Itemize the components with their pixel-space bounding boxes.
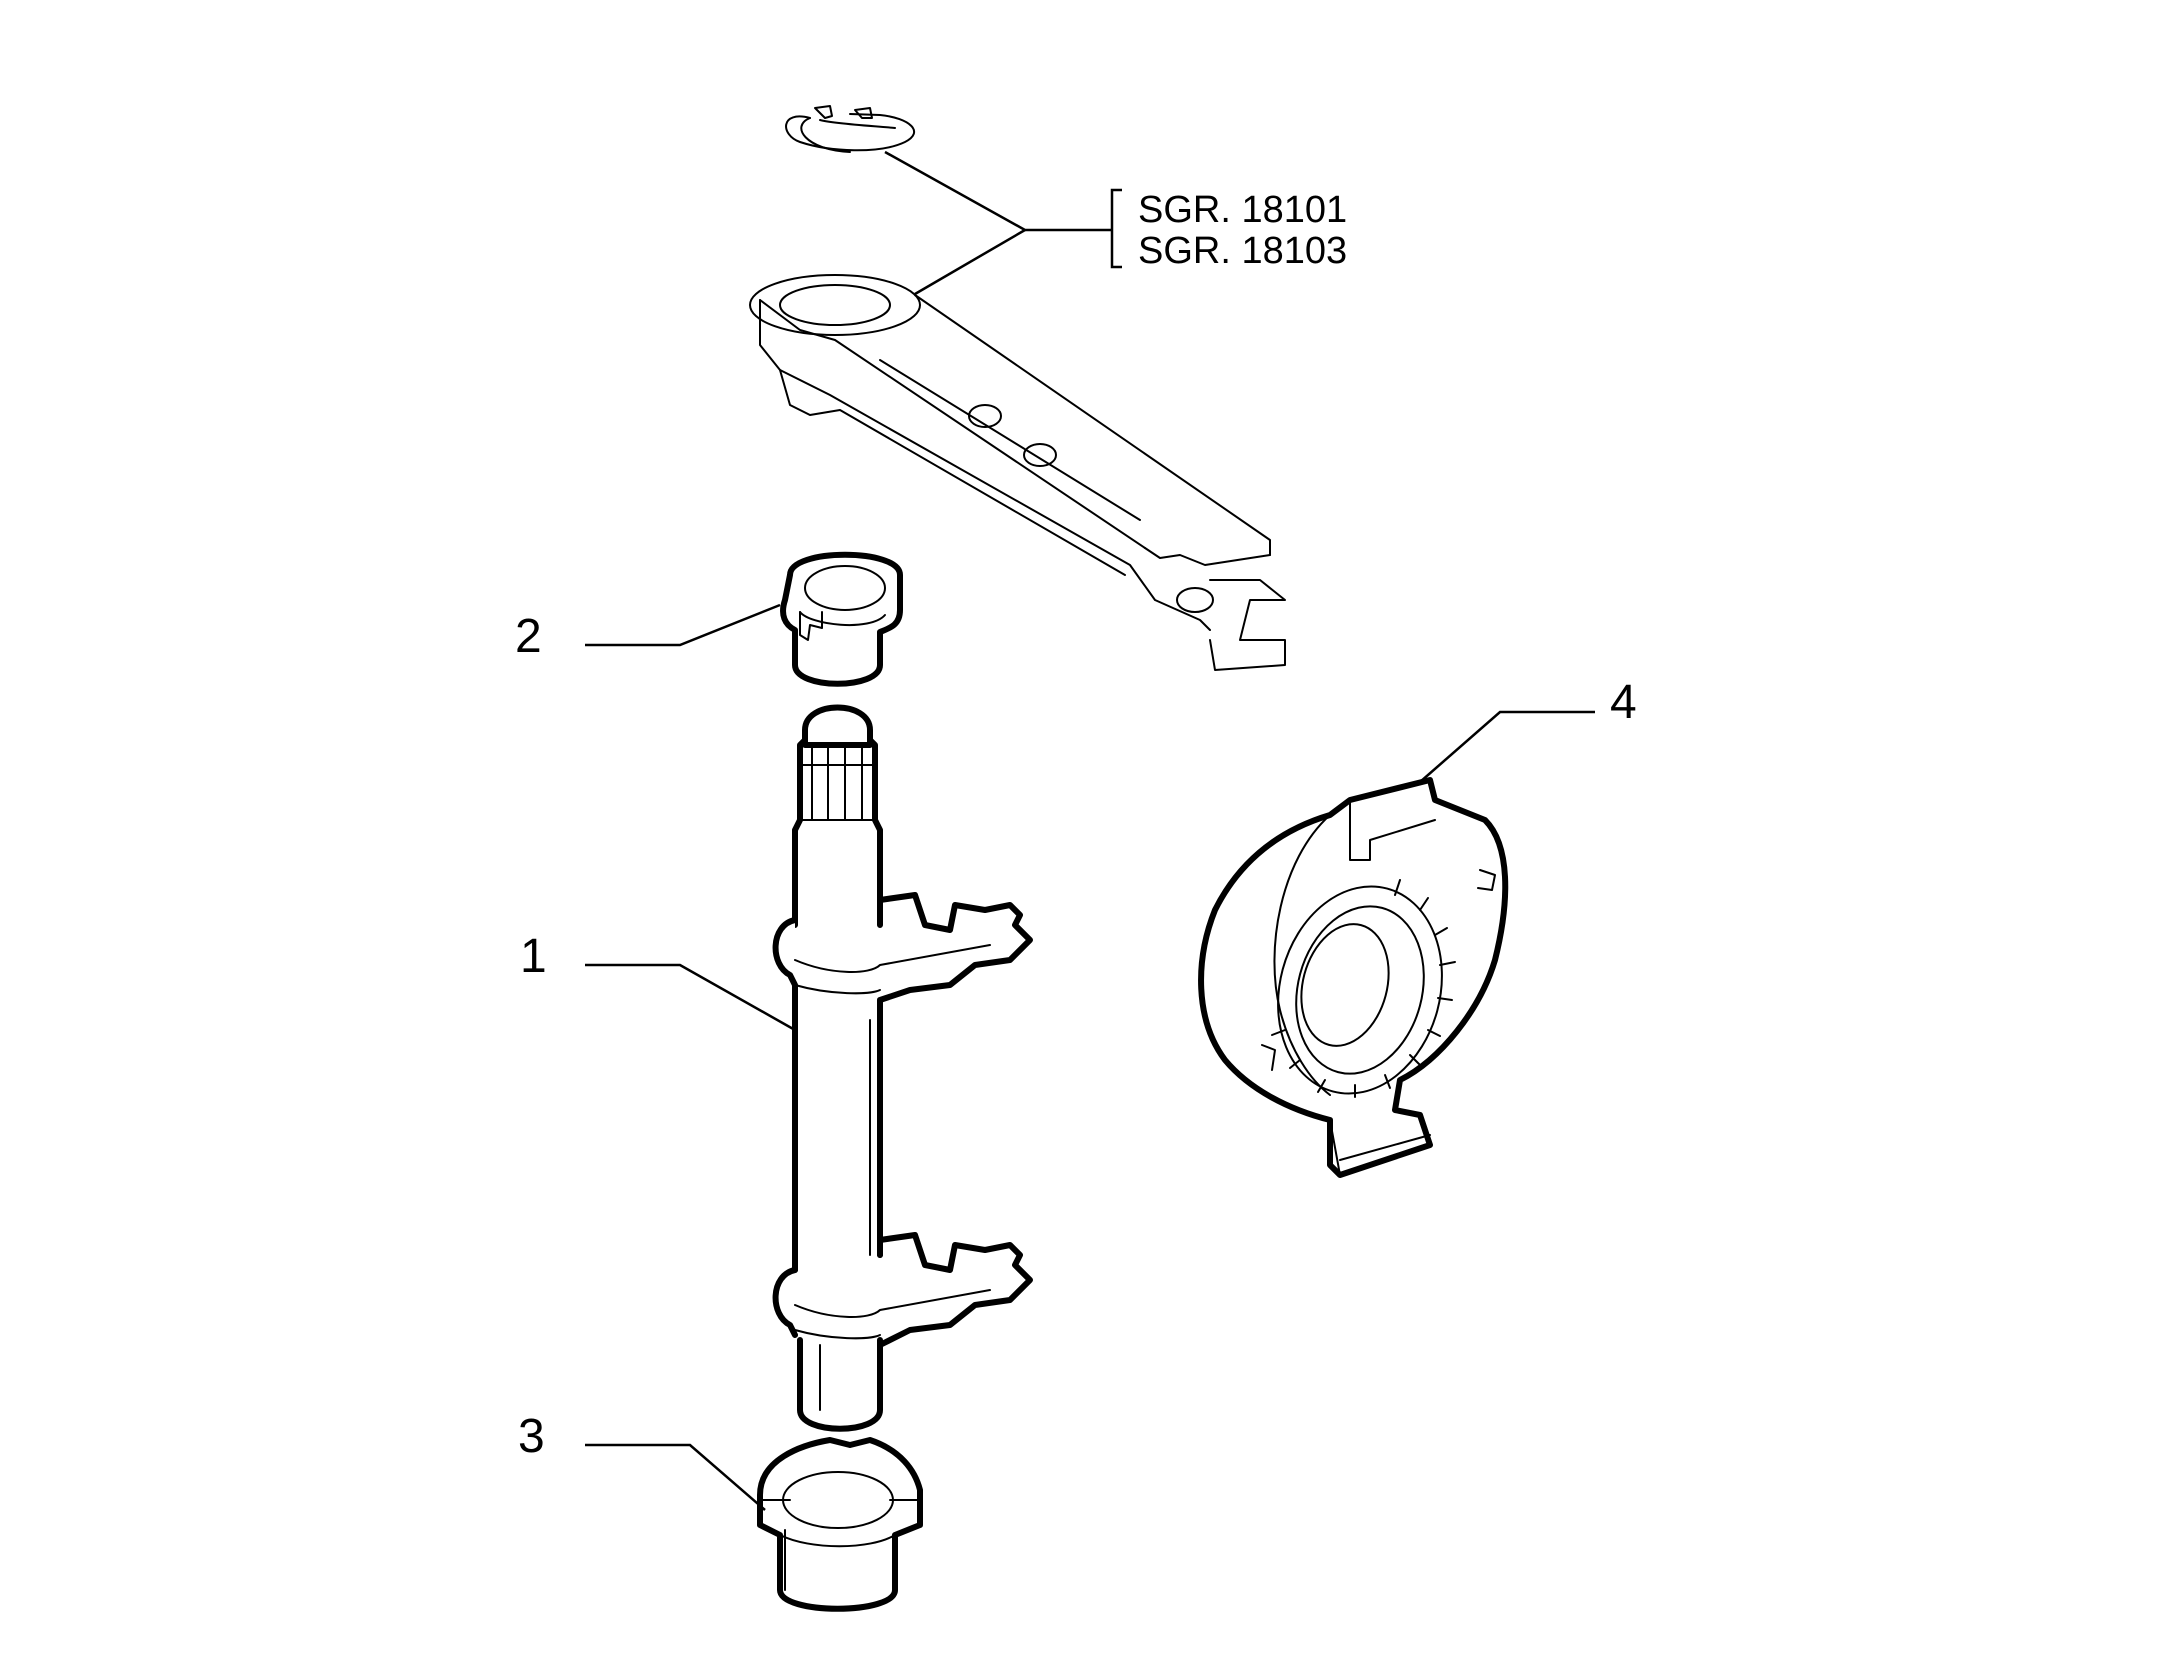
callout-leaders	[585, 603, 1595, 1511]
part-2-upper-bushing	[780, 551, 903, 687]
callout-number-3: 3	[518, 1410, 545, 1463]
callout-number-1: 1	[520, 930, 547, 983]
part-4-release-bearing	[1198, 777, 1509, 1178]
leader-4	[1419, 710, 1595, 783]
reference-leaders	[884, 150, 1122, 296]
callout-number-2: 2	[515, 610, 542, 663]
part-3-lower-bushing	[757, 1437, 923, 1612]
leader-2	[585, 603, 781, 647]
release-lever	[749, 274, 1286, 671]
callout-number-4: 4	[1610, 676, 1637, 729]
circlip	[785, 105, 916, 153]
reference-line-2: SGR. 18103	[1138, 230, 1347, 272]
leader-1	[585, 963, 796, 1032]
reference-line-1: SGR. 18101	[1138, 189, 1347, 231]
bearing-rollers	[1271, 879, 1456, 1098]
leader-3	[585, 1443, 766, 1511]
part-1-fork-shaft	[772, 704, 1033, 1432]
